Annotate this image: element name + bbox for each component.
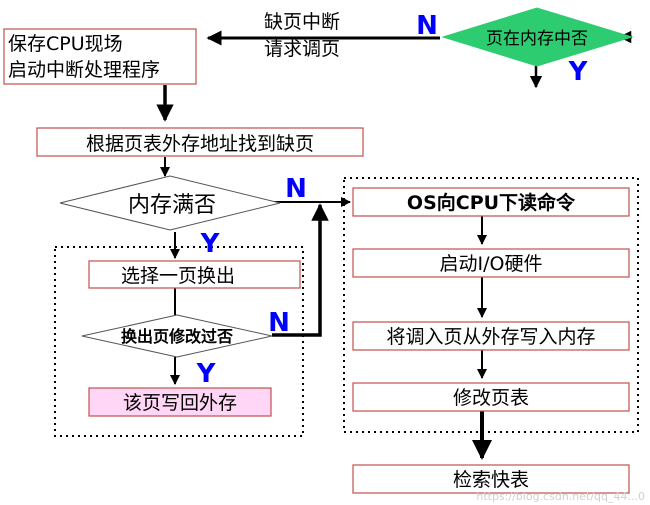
label-n-full: N xyxy=(285,174,307,204)
decision-page-in-memory xyxy=(441,7,634,67)
decision-swap-modified xyxy=(81,314,273,358)
save-cpu-line1: 保存CPU现场 xyxy=(8,33,123,55)
watermark: https://blog.csdn.net/qq_44...0 xyxy=(476,490,645,503)
page-in-memory-text: 页在内存中否 xyxy=(486,29,588,49)
io-region xyxy=(343,177,639,433)
interrupt-label-line1: 缺页中断 xyxy=(264,11,340,33)
label-y-full: Y xyxy=(200,229,221,259)
find-page-box xyxy=(36,127,364,157)
modify-table-text: 修改页表 xyxy=(453,387,529,409)
swap-out-region xyxy=(54,246,304,437)
interrupt-label-line2: 请求调页 xyxy=(264,38,340,60)
write-back-text: 该页写回外存 xyxy=(123,392,237,414)
label-n-swap: N xyxy=(268,308,290,338)
label-n-memory: N xyxy=(416,11,438,41)
load-page-box xyxy=(352,321,630,351)
find-page-text: 根据页表外存地址找到缺页 xyxy=(86,133,314,155)
save-cpu-line2: 启动中断处理程序 xyxy=(8,59,160,81)
label-y-swap: Y xyxy=(196,359,217,389)
select-swap-box xyxy=(88,260,301,289)
os-read-box xyxy=(352,187,630,217)
label-y-memory: Y xyxy=(568,57,589,87)
decision-memory-full xyxy=(59,175,281,231)
select-swap-text: 选择一页换出 xyxy=(121,265,235,287)
write-back-box xyxy=(88,387,272,417)
arrow-n-swap xyxy=(272,203,329,337)
memory-full-text: 内存满否 xyxy=(128,193,216,218)
search-tlb-text: 检索快表 xyxy=(453,469,529,491)
swap-modified-text: 换出页修改过否 xyxy=(121,327,233,346)
load-page-text: 将调入页从外存写入内存 xyxy=(386,326,595,348)
save-cpu-box xyxy=(3,28,197,85)
search-tlb-box xyxy=(352,464,630,494)
modify-table-box xyxy=(352,382,630,412)
os-read-text: OS向CPU下读命令 xyxy=(407,191,576,214)
start-io-text: 启动I/O硬件 xyxy=(440,253,543,275)
start-io-box xyxy=(352,248,630,278)
